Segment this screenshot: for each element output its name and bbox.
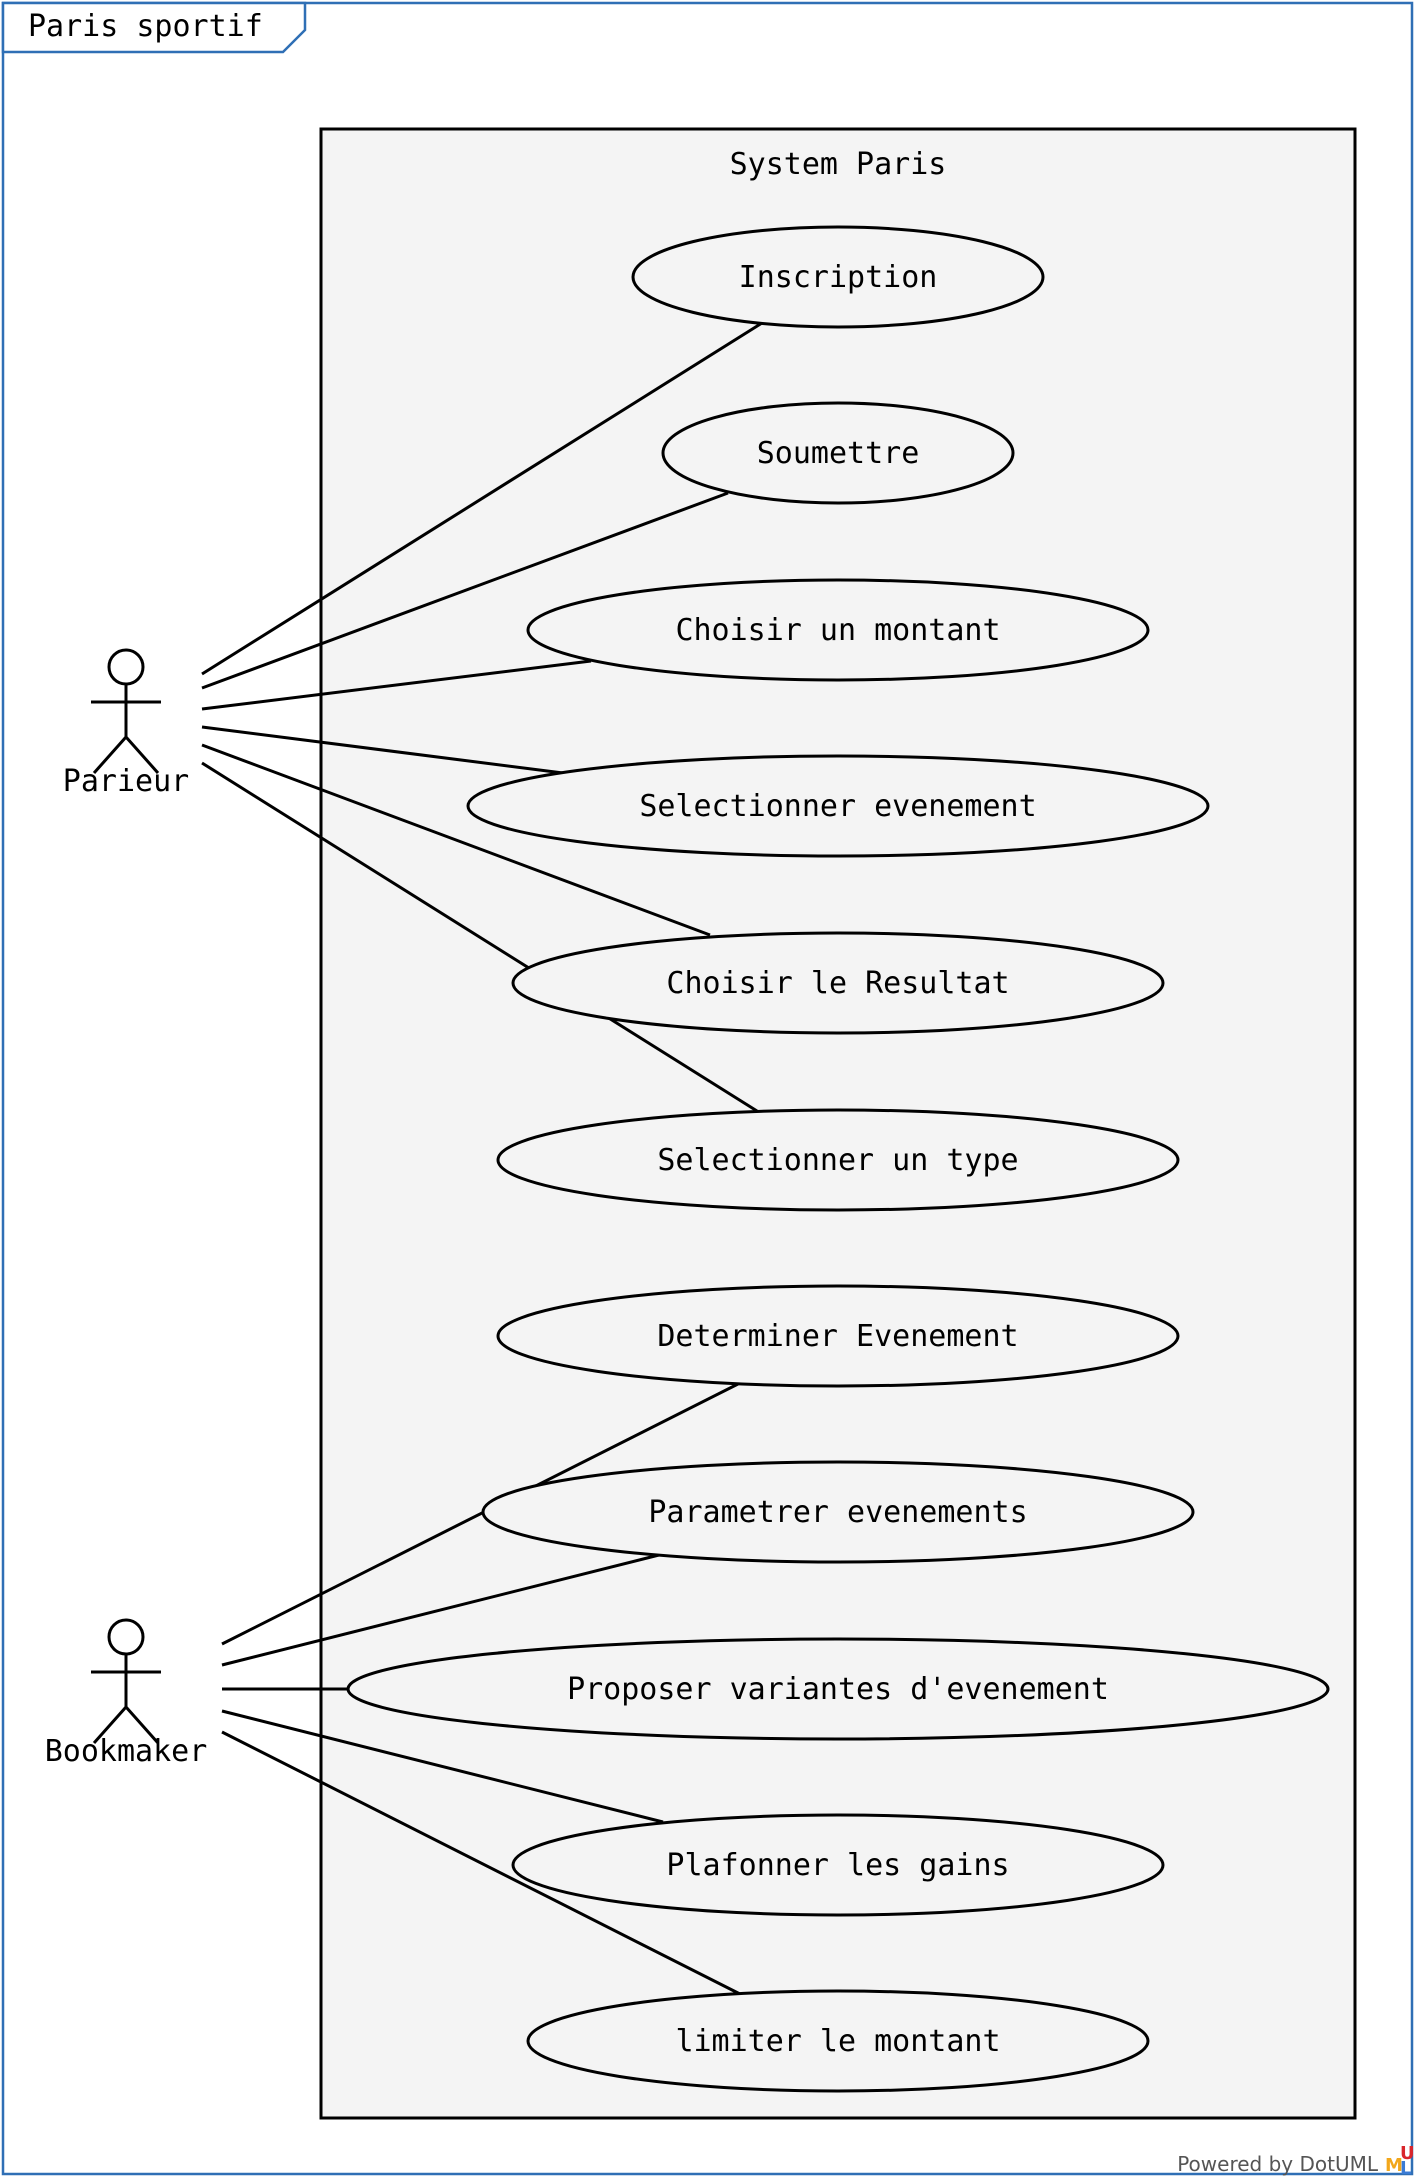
use-case-ellipse <box>466 754 1210 858</box>
actor-left-leg <box>92 736 128 774</box>
use-case-ellipse <box>511 1813 1165 1917</box>
association-parieur-uc4 <box>201 725 564 775</box>
use-case-label: Selectionner un type <box>657 1143 1018 1178</box>
actor-head-icon <box>107 1618 145 1656</box>
use-case-label: Parametrer evenements <box>648 1495 1027 1530</box>
system-title: System Paris <box>730 147 947 182</box>
footer-text: Powered by DotUML <box>1177 2152 1379 2176</box>
use-case-ellipse <box>526 578 1150 682</box>
use-case-ellipse <box>496 1108 1180 1212</box>
association-bookmaker-uc8 <box>221 1553 660 1667</box>
use-case-label: Plafonner les gains <box>666 1848 1009 1883</box>
actor-parieur <box>91 648 161 774</box>
svg-text:M: M <box>1385 2155 1403 2176</box>
association-parieur-uc2 <box>201 491 729 690</box>
use-case-ellipse <box>631 225 1045 329</box>
use-case-label: Inscription <box>739 260 938 295</box>
use-case-uc6: Selectionner un type <box>496 1108 1180 1212</box>
use-case-label: limiter le montant <box>675 2024 1000 2059</box>
use-case-uc2: Soumettre <box>661 401 1015 505</box>
association-parieur-uc1 <box>201 321 763 676</box>
use-case-label: Proposer variantes d'evenement <box>567 1672 1109 1707</box>
actor-label-bookmaker: Bookmaker <box>45 1734 208 1769</box>
association-parieur-uc5 <box>201 743 711 937</box>
use-case-label: Choisir un montant <box>675 613 1000 648</box>
association-bookmaker-uc11 <box>221 1730 741 1996</box>
use-case-label: Choisir le Resultat <box>666 966 1009 1001</box>
use-case-uc10: Plafonner les gains <box>511 1813 1165 1917</box>
use-case-ellipse <box>661 401 1015 505</box>
association-bookmaker-uc7 <box>221 1382 739 1646</box>
use-case-ellipse <box>496 1284 1180 1388</box>
use-case-ellipse <box>526 1989 1150 2093</box>
use-case-label: Soumettre <box>757 436 920 471</box>
use-case-uc5: Choisir le Resultat <box>511 931 1165 1035</box>
svg-text:U: U <box>1400 2143 1415 2164</box>
use-case-uc11: limiter le montant <box>526 1989 1150 2093</box>
association-bookmaker-uc10 <box>221 1709 664 1824</box>
actor-label-parieur: Parieur <box>63 764 189 799</box>
use-case-label: Determiner Evenement <box>657 1319 1018 1354</box>
svg-text:L: L <box>1400 2158 1411 2177</box>
use-case-uc3: Choisir un montant <box>526 578 1150 682</box>
use-case-uc7: Determiner Evenement <box>496 1284 1180 1388</box>
use-case-label: Selectionner evenement <box>639 789 1036 824</box>
associations <box>201 321 763 1996</box>
actor-left-leg <box>92 1706 128 1744</box>
actor-right-leg <box>124 736 160 774</box>
actor-right-leg <box>124 1706 160 1744</box>
use-case-ellipse <box>511 931 1165 1035</box>
use-case-uc1: Inscription <box>631 225 1045 329</box>
use-case-uc9: Proposer variantes d'evenement <box>346 1637 1330 1741</box>
association-parieur-uc6 <box>201 761 758 1113</box>
actor-bookmaker <box>91 1618 161 1744</box>
use-case-uc4: Selectionner evenement <box>466 754 1210 858</box>
frame-title: Paris sportif <box>28 9 263 44</box>
frame-tab <box>1 1 307 54</box>
dotuml-logo: M U L <box>1385 2143 1415 2177</box>
use-case-ellipse <box>481 1460 1195 1564</box>
actor-head-icon <box>107 648 145 686</box>
use-case-ellipse <box>346 1637 1330 1741</box>
association-parieur-uc3 <box>201 659 592 711</box>
use-case-uc8: Parametrer evenements <box>481 1460 1195 1564</box>
